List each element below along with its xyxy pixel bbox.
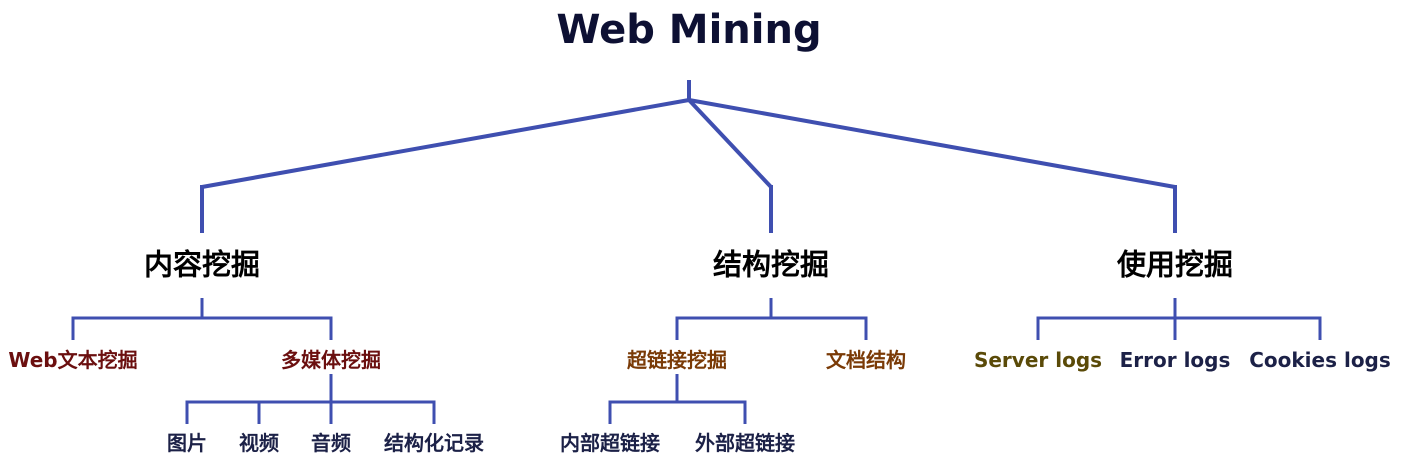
category-usage-mining: 使用挖掘	[1116, 247, 1234, 282]
root-to-content	[201, 98, 690, 189]
leaf-structured-records: 结构化记录	[384, 431, 484, 455]
leaf-internal-hyperlink: 内部超链接	[560, 431, 660, 455]
leaf-image: 图片	[167, 431, 207, 455]
leaf-audio: 音频	[311, 431, 351, 455]
node-web-text-mining: Web文本挖掘	[8, 348, 138, 372]
leaf-video: 视频	[239, 431, 279, 455]
root-to-usage	[688, 98, 1176, 189]
root-to-structure	[687, 98, 773, 189]
leaf-external-hyperlink: 外部超链接	[695, 431, 795, 455]
node-multimedia-mining: 多媒体挖掘	[281, 348, 381, 372]
node-hyperlink-mining: 超链接挖掘	[627, 348, 727, 372]
node-error-logs: Error logs	[1119, 348, 1231, 372]
node-cookies-logs: Cookies logs	[1249, 348, 1391, 372]
category-structure-mining: 结构挖掘	[712, 247, 830, 282]
category-content-mining: 内容挖掘	[143, 247, 261, 282]
node-document-structure: 文档结构	[826, 348, 906, 372]
diagram-title: Web Mining	[556, 7, 822, 53]
node-server-logs: Server logs	[973, 348, 1103, 372]
